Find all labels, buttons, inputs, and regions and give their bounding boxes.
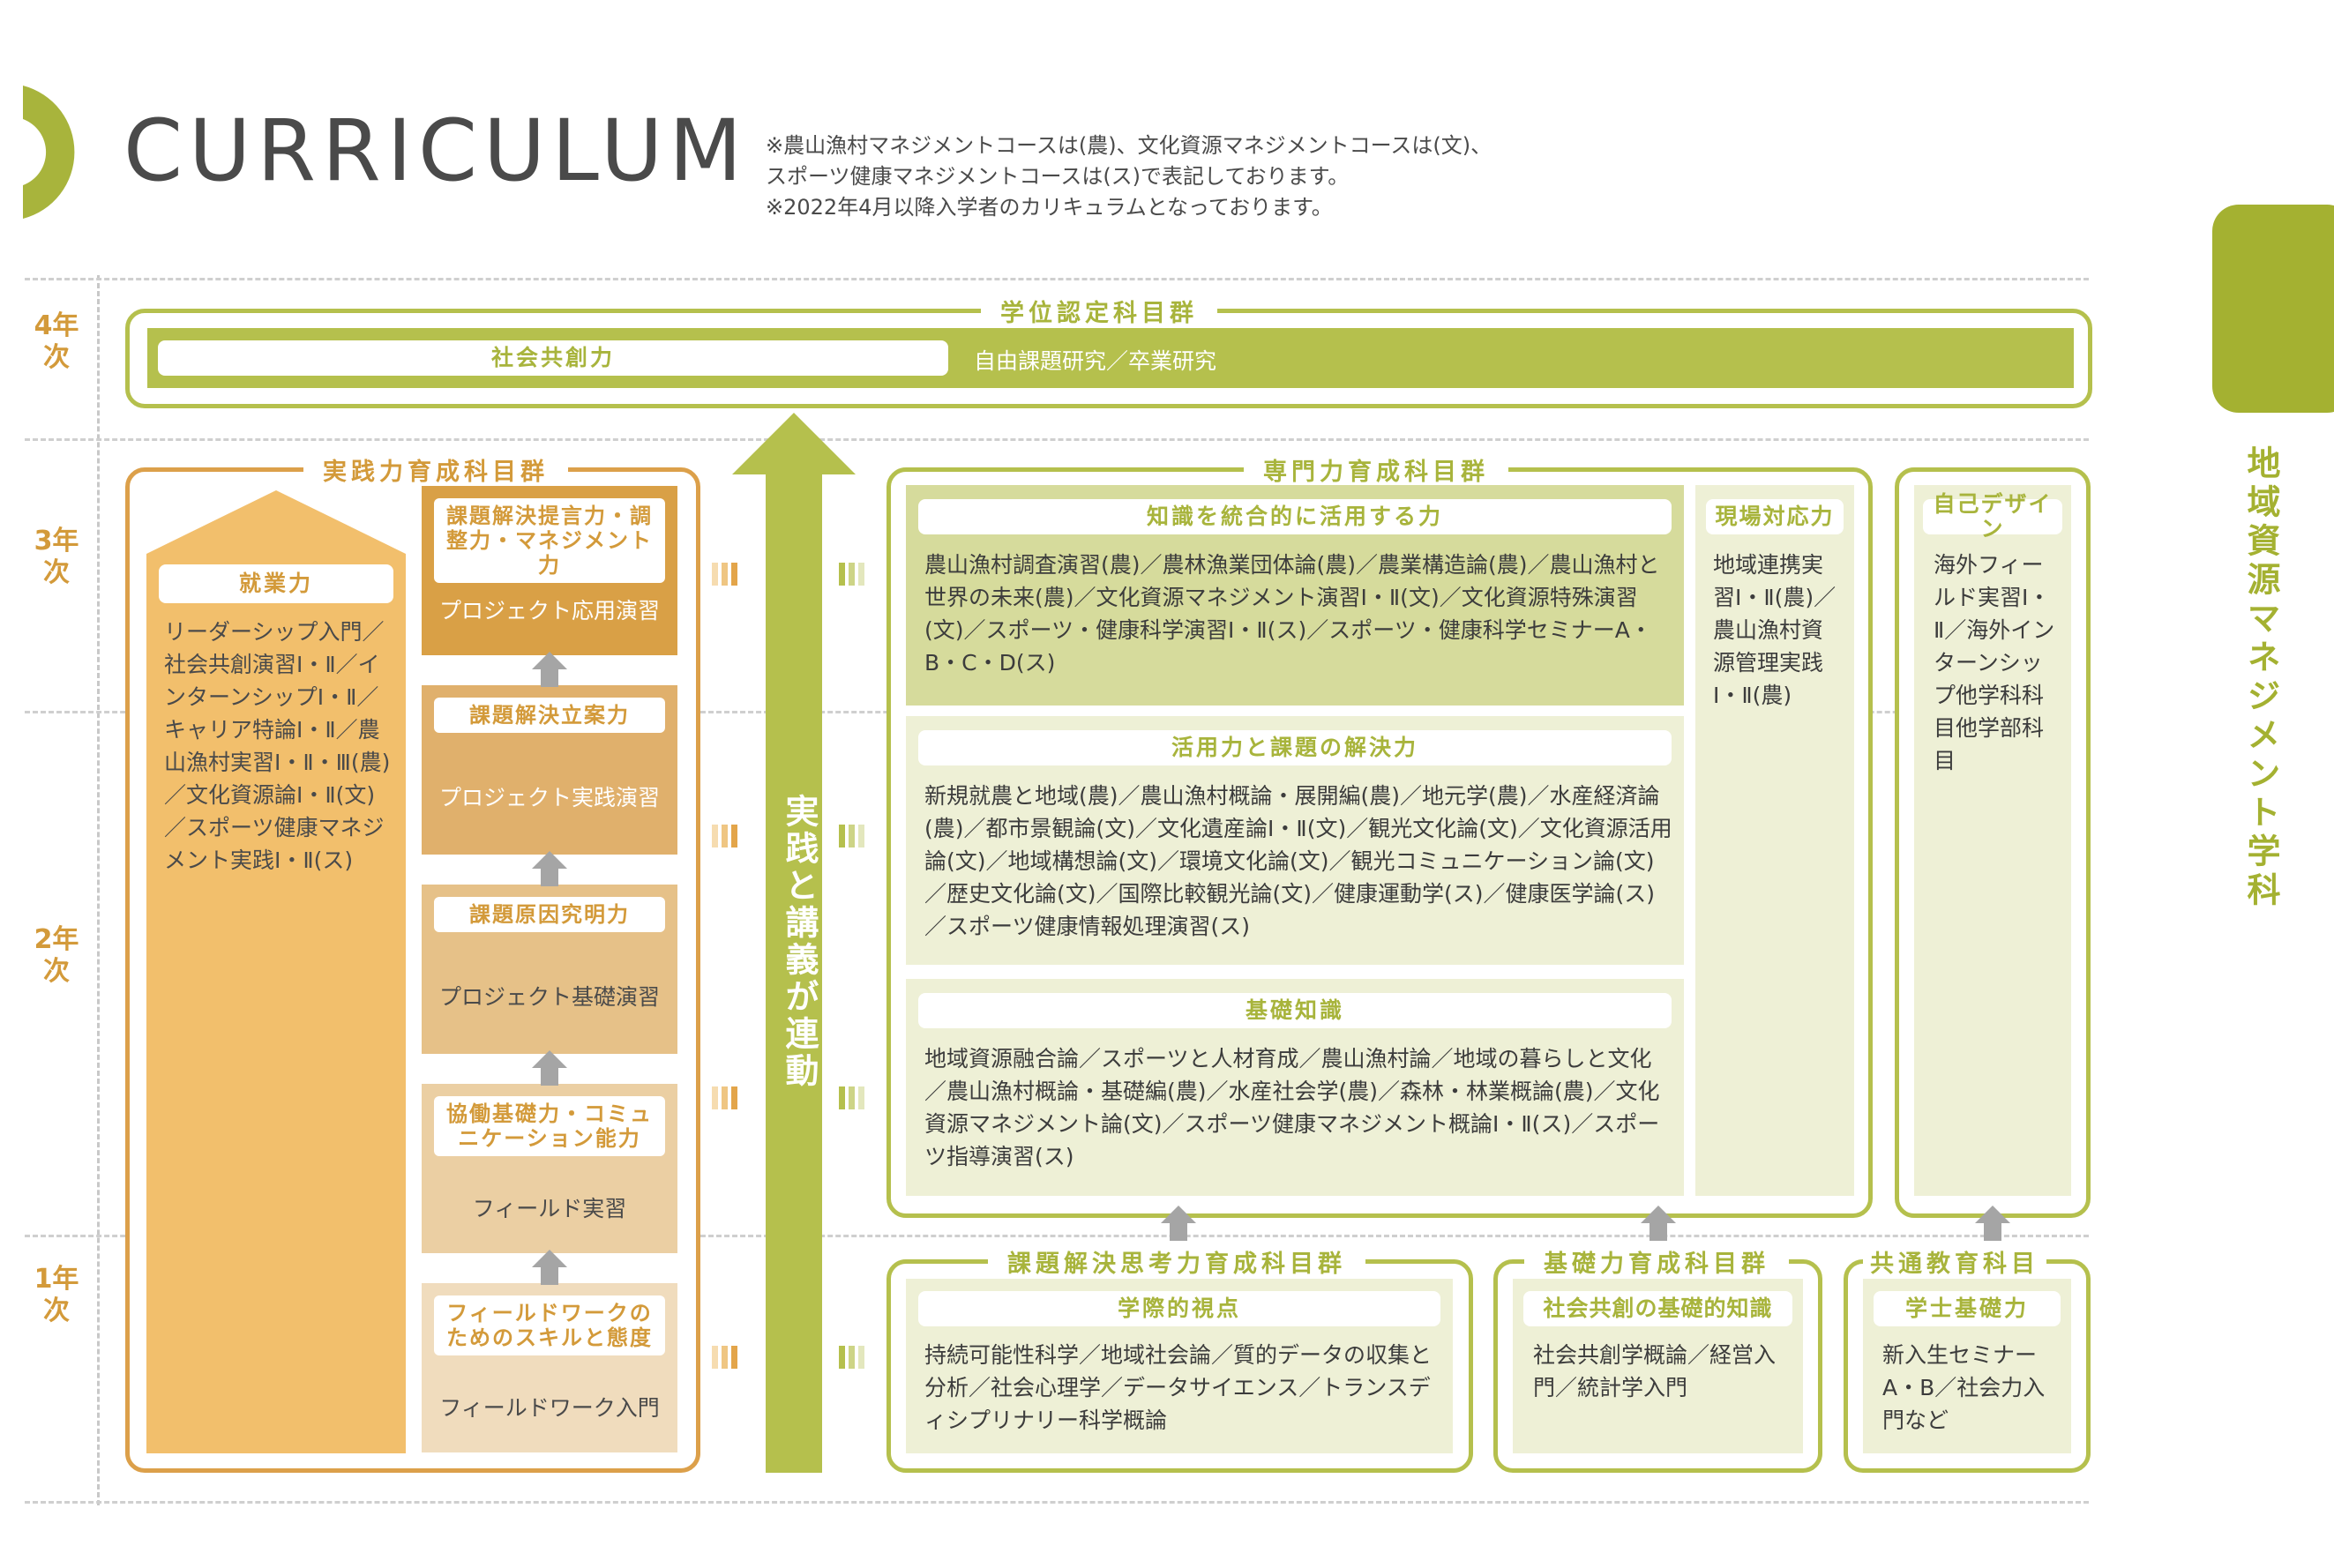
step-collab-label: 協働基礎力・コミュニケーション能力 bbox=[434, 1096, 665, 1156]
chevron-left-icon bbox=[839, 563, 864, 586]
step-collab-text: フィールド実習 bbox=[472, 1196, 627, 1221]
center-arrow bbox=[732, 413, 856, 1473]
year-label-3: 3年次 bbox=[34, 526, 79, 588]
specialty-block-integrate-label: 知識を統合的に活用する力 bbox=[918, 499, 1672, 534]
step-arrow-1 bbox=[532, 652, 567, 687]
degree-text: 自由課題研究／卒業研究 bbox=[974, 348, 1217, 374]
specialty-group-label: 専門力育成科目群 bbox=[1244, 452, 1508, 487]
specialty-block-apply-text: 新規就農と地域(農)／農山漁村概論・展開編(農)／地元学(農)／水産経済論(農)… bbox=[924, 783, 1672, 939]
row-line-4-3 bbox=[25, 438, 2089, 441]
center-arrow-label: 実践と講義が連動 bbox=[780, 794, 819, 1090]
step-planning-label: 課題解決立案力 bbox=[434, 698, 665, 733]
year-divider-vertical bbox=[97, 275, 100, 1505]
row-line-top bbox=[25, 278, 2089, 280]
chevron-left-icon bbox=[839, 1086, 864, 1109]
header-notes: ※農山漁村マネジメントコースは(農)、文化資源マネジメントコースは(文)、 スポ… bbox=[766, 131, 1492, 223]
chevron-left-icon bbox=[839, 1346, 864, 1369]
up-arrow-basic bbox=[1641, 1206, 1676, 1241]
basic-label: 社会共創の基礎的知識 bbox=[1523, 1291, 1792, 1326]
field-response-label: 現場対応力 bbox=[1706, 499, 1844, 534]
note-line-2: スポーツ健康マネジメントコースは(ス)で表記しております。 bbox=[766, 164, 1350, 189]
chevron-right-icon bbox=[712, 1086, 737, 1109]
field-response-block bbox=[1695, 485, 1854, 1196]
common-text: 新入生セミナーA・B／社会力入門など bbox=[1882, 1342, 2046, 1433]
side-tab-label: 地域資源マネジメント学科 bbox=[2241, 445, 2280, 911]
step-arrow-2 bbox=[532, 851, 567, 886]
degree-group-label: 学位認定科目群 bbox=[981, 294, 1217, 328]
chevron-right-icon bbox=[712, 1346, 737, 1369]
step-cause-label: 課題原因究明力 bbox=[434, 897, 665, 932]
step-collab: 協働基礎力・コミュニケーション能力 フィールド実習 bbox=[422, 1084, 677, 1253]
note-line-3: ※2022年4月以降入学者のカリキュラムとなっております。 bbox=[766, 195, 1333, 220]
self-design-block bbox=[1914, 485, 2071, 1196]
side-tab bbox=[2212, 205, 2334, 413]
field-response-text: 地域連携実習Ⅰ・Ⅱ(農)／農山漁村資源管理実践Ⅰ・Ⅱ(農) bbox=[1713, 552, 1837, 708]
year-label-4: 4年次 bbox=[34, 310, 79, 373]
specialty-block-basic-label: 基礎知識 bbox=[918, 993, 1672, 1028]
year-label-2: 2年次 bbox=[34, 924, 79, 987]
step-proposal-label: 課題解決提言力・調整力・マネジメント力 bbox=[434, 498, 665, 583]
chevron-right-icon bbox=[712, 563, 737, 586]
step-cause: 課題原因究明力 プロジェクト基礎演習 bbox=[422, 885, 677, 1054]
practice-big-text: リーダーシップ入門／社会共創演習Ⅰ・Ⅱ／インターンシップⅠ・Ⅱ／キャリア特論Ⅰ・… bbox=[164, 619, 391, 873]
self-design-label: 自己デザイン bbox=[1923, 492, 2062, 541]
step-arrow-4 bbox=[532, 1250, 567, 1285]
up-arrow-common bbox=[1975, 1206, 2010, 1241]
step-fieldwork-label: フィールドワークのためのスキルと態度 bbox=[434, 1295, 665, 1355]
thinking-text: 持続可能性科学／地域社会論／質的データの収集と分析／社会心理学／データサイエンス… bbox=[924, 1342, 1433, 1433]
basic-group-label: 基礎力育成科目群 bbox=[1524, 1244, 1789, 1279]
step-proposal: 課題解決提言力・調整力・マネジメント力 プロジェクト応用演習 bbox=[422, 486, 677, 655]
specialty-block-integrate-text: 農山漁村調査演習(農)／農林漁業団体論(農)／農業構造論(農)／農山漁村と世界の… bbox=[924, 552, 1660, 676]
row-line-bottom bbox=[25, 1501, 2089, 1504]
chevron-left-icon bbox=[839, 825, 864, 847]
practice-group-label: 実践力育成科目群 bbox=[303, 452, 568, 487]
step-fieldwork-text: フィールドワーク入門 bbox=[439, 1395, 660, 1421]
specialty-block-apply-label: 活用力と課題の解決力 bbox=[918, 730, 1672, 765]
common-group-label: 共通教育科目 bbox=[1863, 1244, 2046, 1279]
step-proposal-text: プロジェクト応用演習 bbox=[438, 598, 660, 623]
specialty-block-basic-text: 地域資源融合論／スポーツと人材育成／農山漁村論／地域の暮らしと文化／農山漁村概論… bbox=[924, 1046, 1660, 1169]
self-design-text: 海外フィールド実習Ⅰ・Ⅱ／海外インターンシップ他学科科目他学部科目 bbox=[1934, 552, 2055, 773]
step-cause-text: プロジェクト基礎演習 bbox=[438, 984, 660, 1010]
thinking-group-label: 課題解決思考力育成科目群 bbox=[988, 1244, 1365, 1279]
thinking-label: 学際的視点 bbox=[918, 1291, 1440, 1326]
practice-big-arrow bbox=[146, 490, 406, 1453]
step-arrow-3 bbox=[532, 1050, 567, 1086]
row-line-2-1 bbox=[25, 1235, 2089, 1237]
step-planning-text: プロジェクト実践演習 bbox=[438, 785, 660, 810]
chevron-right-icon bbox=[712, 825, 737, 847]
basic-text: 社会共創学概論／経営入門／統計学入門 bbox=[1533, 1342, 1777, 1400]
page-title: CURRICULUM bbox=[123, 101, 749, 200]
note-line-1: ※農山漁村マネジメントコースは(農)、文化資源マネジメントコースは(文)、 bbox=[766, 133, 1492, 158]
up-arrow-thinking bbox=[1161, 1206, 1196, 1241]
degree-pill: 社会共創力 bbox=[158, 340, 948, 376]
practice-big-label: 就業力 bbox=[159, 564, 393, 603]
step-fieldwork: フィールドワークのためのスキルと態度 フィールドワーク入門 bbox=[422, 1283, 677, 1452]
step-planning: 課題解決立案力 プロジェクト実践演習 bbox=[422, 685, 677, 855]
common-label: 学士基礎力 bbox=[1874, 1291, 2061, 1326]
year-label-1: 1年次 bbox=[34, 1264, 79, 1326]
